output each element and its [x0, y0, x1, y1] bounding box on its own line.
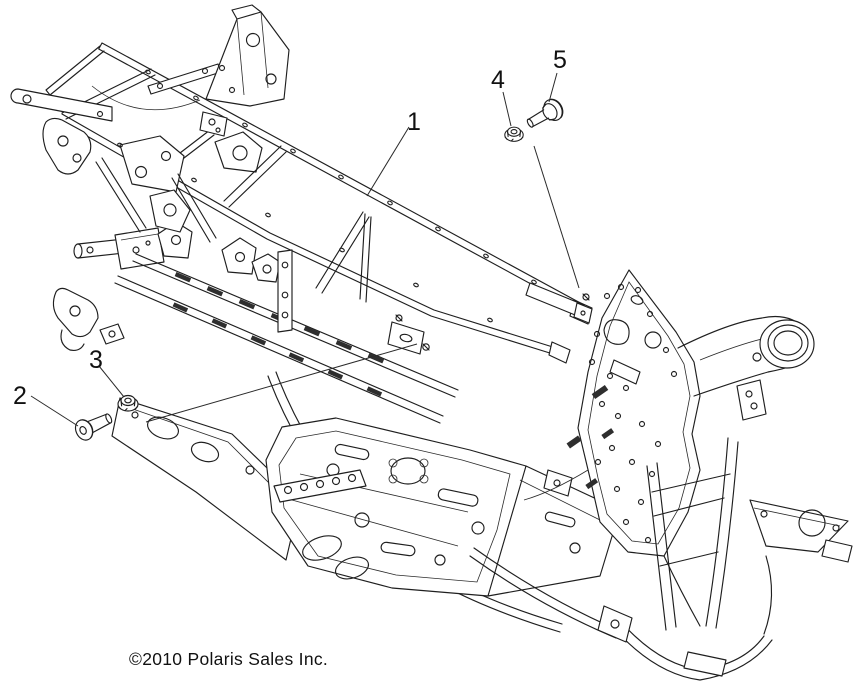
callout-2-label: 2 — [13, 382, 27, 410]
flange-nut-icon — [504, 126, 524, 142]
callout-labels: 1 2 3 4 5 — [13, 46, 567, 410]
callout-3-label: 3 — [89, 346, 103, 374]
lower-frame-illustration — [52, 131, 621, 639]
callout-5-label: 5 — [553, 46, 567, 74]
leader-line-1 — [366, 126, 410, 197]
leader-line-items-2-3-install — [145, 343, 418, 423]
leader-lines — [30, 72, 580, 427]
leader-line-3 — [98, 365, 125, 398]
callout-4-label: 4 — [491, 66, 505, 94]
leader-line-items-4-5-install — [533, 145, 580, 289]
flange-nut-icon — [117, 394, 139, 412]
callout-1-label: 1 — [407, 108, 421, 136]
front-bulkhead-illustration — [523, 269, 853, 681]
rail-holes — [117, 69, 537, 323]
bulkhead-holes — [588, 283, 678, 544]
mount-bracket-left — [387, 321, 425, 355]
copyright-text: ©2010 Polaris Sales Inc. — [129, 649, 328, 669]
leader-line-5 — [548, 72, 558, 103]
button-head-bolt-icon — [74, 413, 113, 441]
leader-line-4 — [502, 91, 512, 127]
triangle-gusset — [205, 11, 290, 107]
hex-flange-bolt-icon — [526, 98, 564, 128]
upper-frame-illustration — [10, 4, 593, 364]
leader-line-2 — [30, 395, 79, 427]
